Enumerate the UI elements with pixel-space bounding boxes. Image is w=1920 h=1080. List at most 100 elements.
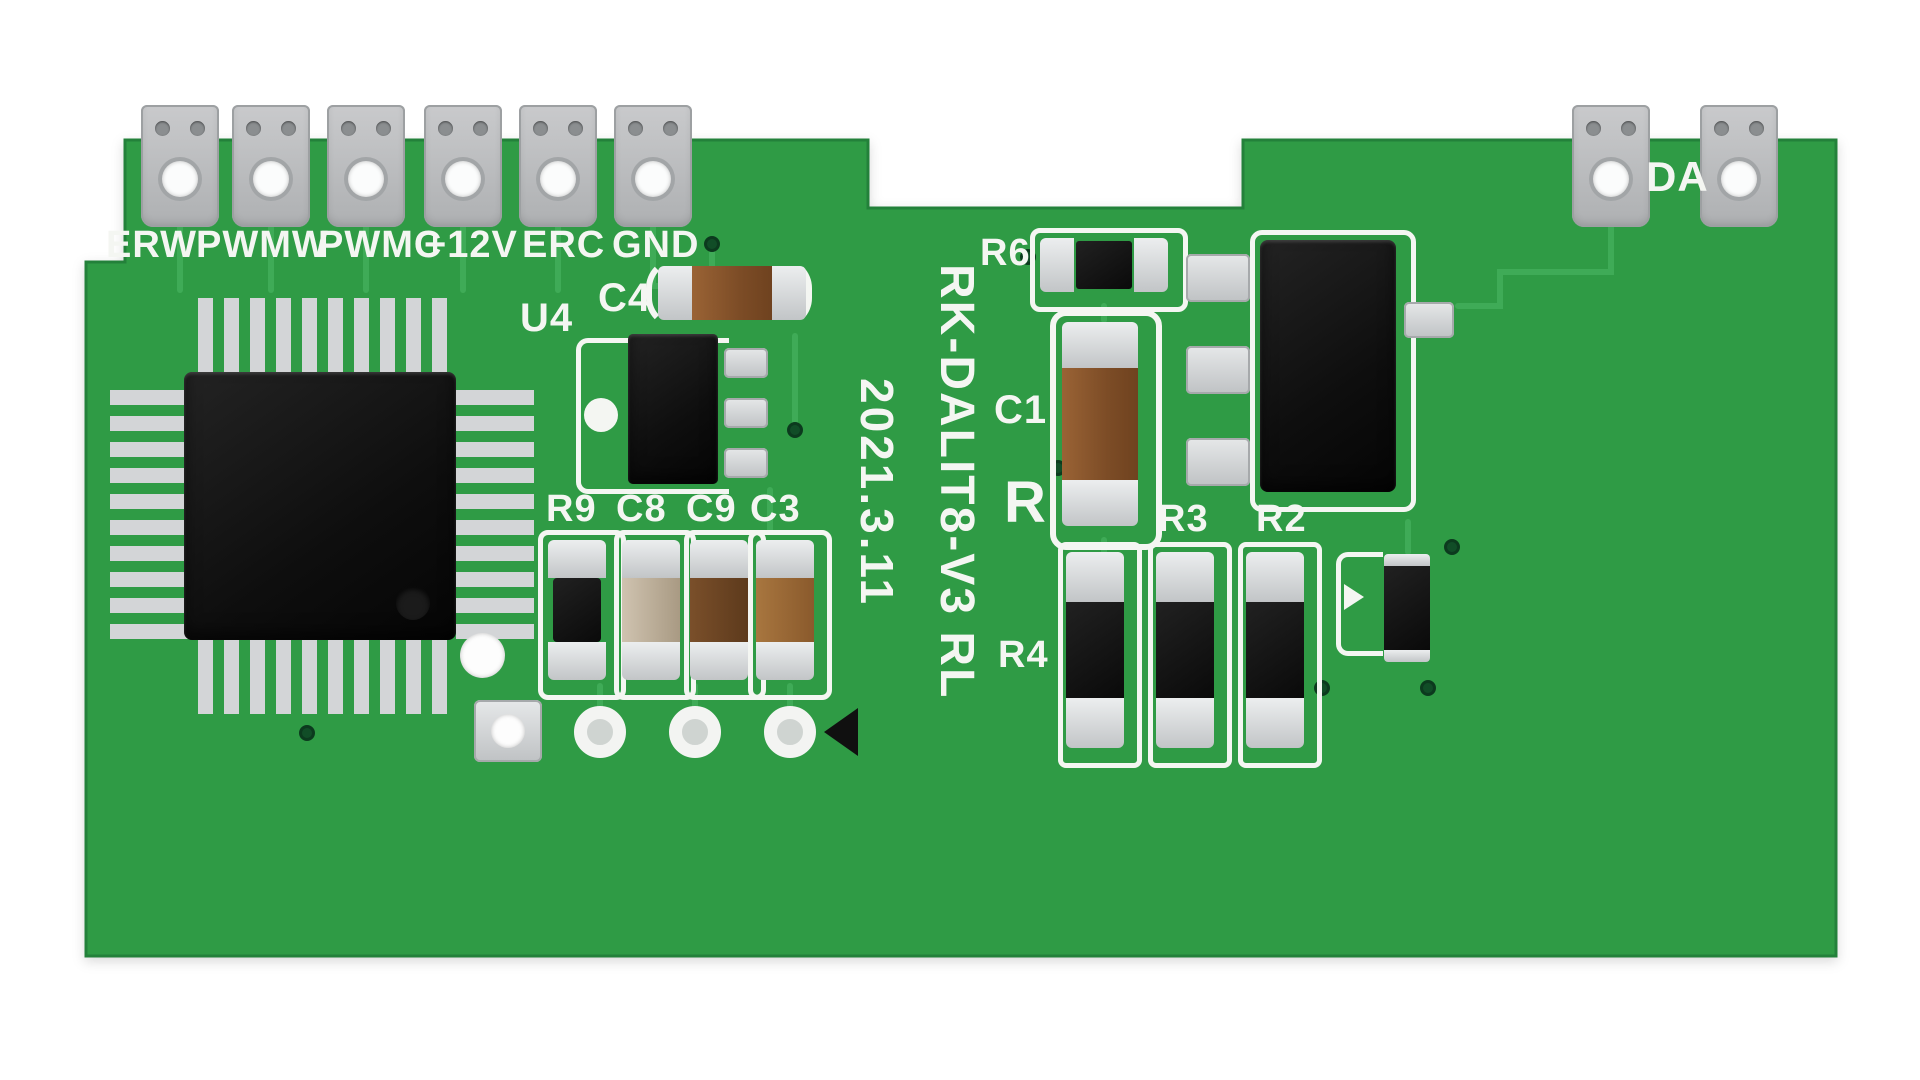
cap-terminal bbox=[1040, 238, 1074, 292]
u4-chip bbox=[628, 334, 718, 484]
cap-terminal bbox=[756, 642, 814, 680]
r2-label: R2 bbox=[1256, 498, 1307, 540]
c4-label: C4 bbox=[598, 276, 652, 320]
r4-label: R4 bbox=[998, 634, 1049, 676]
pin-hole-large bbox=[1721, 161, 1757, 197]
pin-hole-small bbox=[438, 121, 453, 136]
through-hole bbox=[574, 706, 626, 758]
regulator-pad bbox=[1186, 254, 1250, 302]
u4-pad bbox=[724, 348, 768, 378]
mcu-mold-dot bbox=[396, 586, 430, 620]
u4-label: U4 bbox=[520, 296, 574, 340]
cap-terminal bbox=[1062, 322, 1138, 368]
cap-body bbox=[622, 578, 680, 642]
terminal-label-pwmw: PWMW bbox=[196, 224, 329, 266]
resistor-r2 bbox=[1246, 552, 1304, 748]
cap-terminal bbox=[1134, 238, 1168, 292]
pin-hole-small bbox=[628, 121, 643, 136]
via bbox=[787, 422, 803, 438]
c3-silkscreen bbox=[748, 530, 832, 700]
capacitor-c1 bbox=[1062, 322, 1138, 526]
pin-hole-small bbox=[568, 121, 583, 136]
capacitor-c8 bbox=[622, 540, 680, 680]
pin-hole-large bbox=[348, 161, 384, 197]
cap-body bbox=[692, 266, 772, 320]
terminal-pad-pwmw bbox=[232, 105, 310, 227]
pin-hole-small bbox=[281, 121, 296, 136]
terminal-label-erw: ERW bbox=[106, 224, 197, 266]
regulator-silkscreen bbox=[1250, 230, 1416, 512]
cap-terminal bbox=[690, 642, 748, 680]
terminal-label-erc: ERC bbox=[522, 224, 606, 266]
through-hole bbox=[669, 706, 721, 758]
r6-silkscreen bbox=[1030, 228, 1188, 312]
resistor-r3 bbox=[1156, 552, 1214, 748]
resistor-body bbox=[1066, 602, 1124, 698]
resistor-r4 bbox=[1066, 552, 1124, 748]
cap-terminal bbox=[1066, 552, 1124, 602]
pin-hole-small bbox=[246, 121, 261, 136]
resistor-body bbox=[553, 578, 601, 642]
terminal-label-da: DA bbox=[1646, 153, 1709, 200]
pin-hole-large bbox=[635, 161, 671, 197]
terminal-pad-erw bbox=[141, 105, 219, 227]
terminal-label-12v: +12V bbox=[424, 224, 518, 266]
resistor-r6 bbox=[1040, 238, 1168, 292]
pin-hole-large bbox=[540, 161, 576, 197]
diode-silkscreen-bracket bbox=[1336, 552, 1383, 656]
component-body bbox=[1384, 566, 1430, 650]
pin-hole-small bbox=[1749, 121, 1764, 136]
mounting-hole bbox=[460, 633, 505, 678]
regulator-chip bbox=[1260, 240, 1396, 492]
cap-body bbox=[756, 578, 814, 642]
r3-silkscreen bbox=[1148, 542, 1232, 768]
pin-hole-small bbox=[341, 121, 356, 136]
capacitor-c9 bbox=[690, 540, 748, 680]
terminal-pad-pwmc bbox=[327, 105, 405, 227]
cap-terminal bbox=[548, 540, 606, 578]
cap-terminal bbox=[1384, 554, 1430, 566]
terminal-pad-erc bbox=[519, 105, 597, 227]
resistor-body bbox=[1076, 241, 1132, 289]
via bbox=[299, 725, 315, 741]
cap-terminal bbox=[622, 642, 680, 680]
terminal-label-gnd: GND bbox=[612, 224, 700, 266]
pin-hole-small bbox=[155, 121, 170, 136]
polarity-triangle-icon bbox=[1344, 584, 1364, 610]
via bbox=[704, 236, 720, 252]
pin-hole-small bbox=[1621, 121, 1636, 136]
board-title-text: RK-DALIT8-V3 RL bbox=[930, 264, 983, 700]
cap-terminal bbox=[1246, 552, 1304, 602]
cap-terminal bbox=[658, 266, 692, 320]
cap-terminal bbox=[622, 540, 680, 578]
capacitor-c4 bbox=[658, 266, 806, 320]
arrow-marker-icon bbox=[824, 708, 858, 756]
via bbox=[1444, 539, 1460, 555]
c9-label: C9 bbox=[686, 488, 737, 530]
cap-terminal bbox=[548, 642, 606, 680]
r6-label: R6 bbox=[980, 232, 1031, 274]
c1-silkscreen bbox=[1050, 310, 1162, 550]
pin-hole-large bbox=[1593, 161, 1629, 197]
resistor-body bbox=[1156, 602, 1214, 698]
terminal-pad-gnd bbox=[614, 105, 692, 227]
date-code-text: 2021.3.11 bbox=[851, 378, 903, 608]
cap-terminal bbox=[1066, 698, 1124, 748]
pin-hole-large bbox=[253, 161, 289, 197]
cap-body bbox=[1062, 368, 1138, 480]
pin-hole-small bbox=[376, 121, 391, 136]
pin-hole-small bbox=[1714, 121, 1729, 136]
r2-silkscreen bbox=[1238, 542, 1322, 768]
through-hole bbox=[764, 706, 816, 758]
c1-label: C1 bbox=[994, 388, 1048, 432]
cap-terminal bbox=[1156, 698, 1214, 748]
cap-terminal bbox=[690, 540, 748, 578]
c3-label: C3 bbox=[750, 488, 801, 530]
regulator-tab bbox=[1404, 302, 1454, 338]
cap-terminal bbox=[772, 266, 806, 320]
terminal-pad-12v bbox=[424, 105, 502, 227]
cap-body bbox=[690, 578, 748, 642]
r-label: R bbox=[1004, 470, 1047, 535]
pin-hole-small bbox=[473, 121, 488, 136]
